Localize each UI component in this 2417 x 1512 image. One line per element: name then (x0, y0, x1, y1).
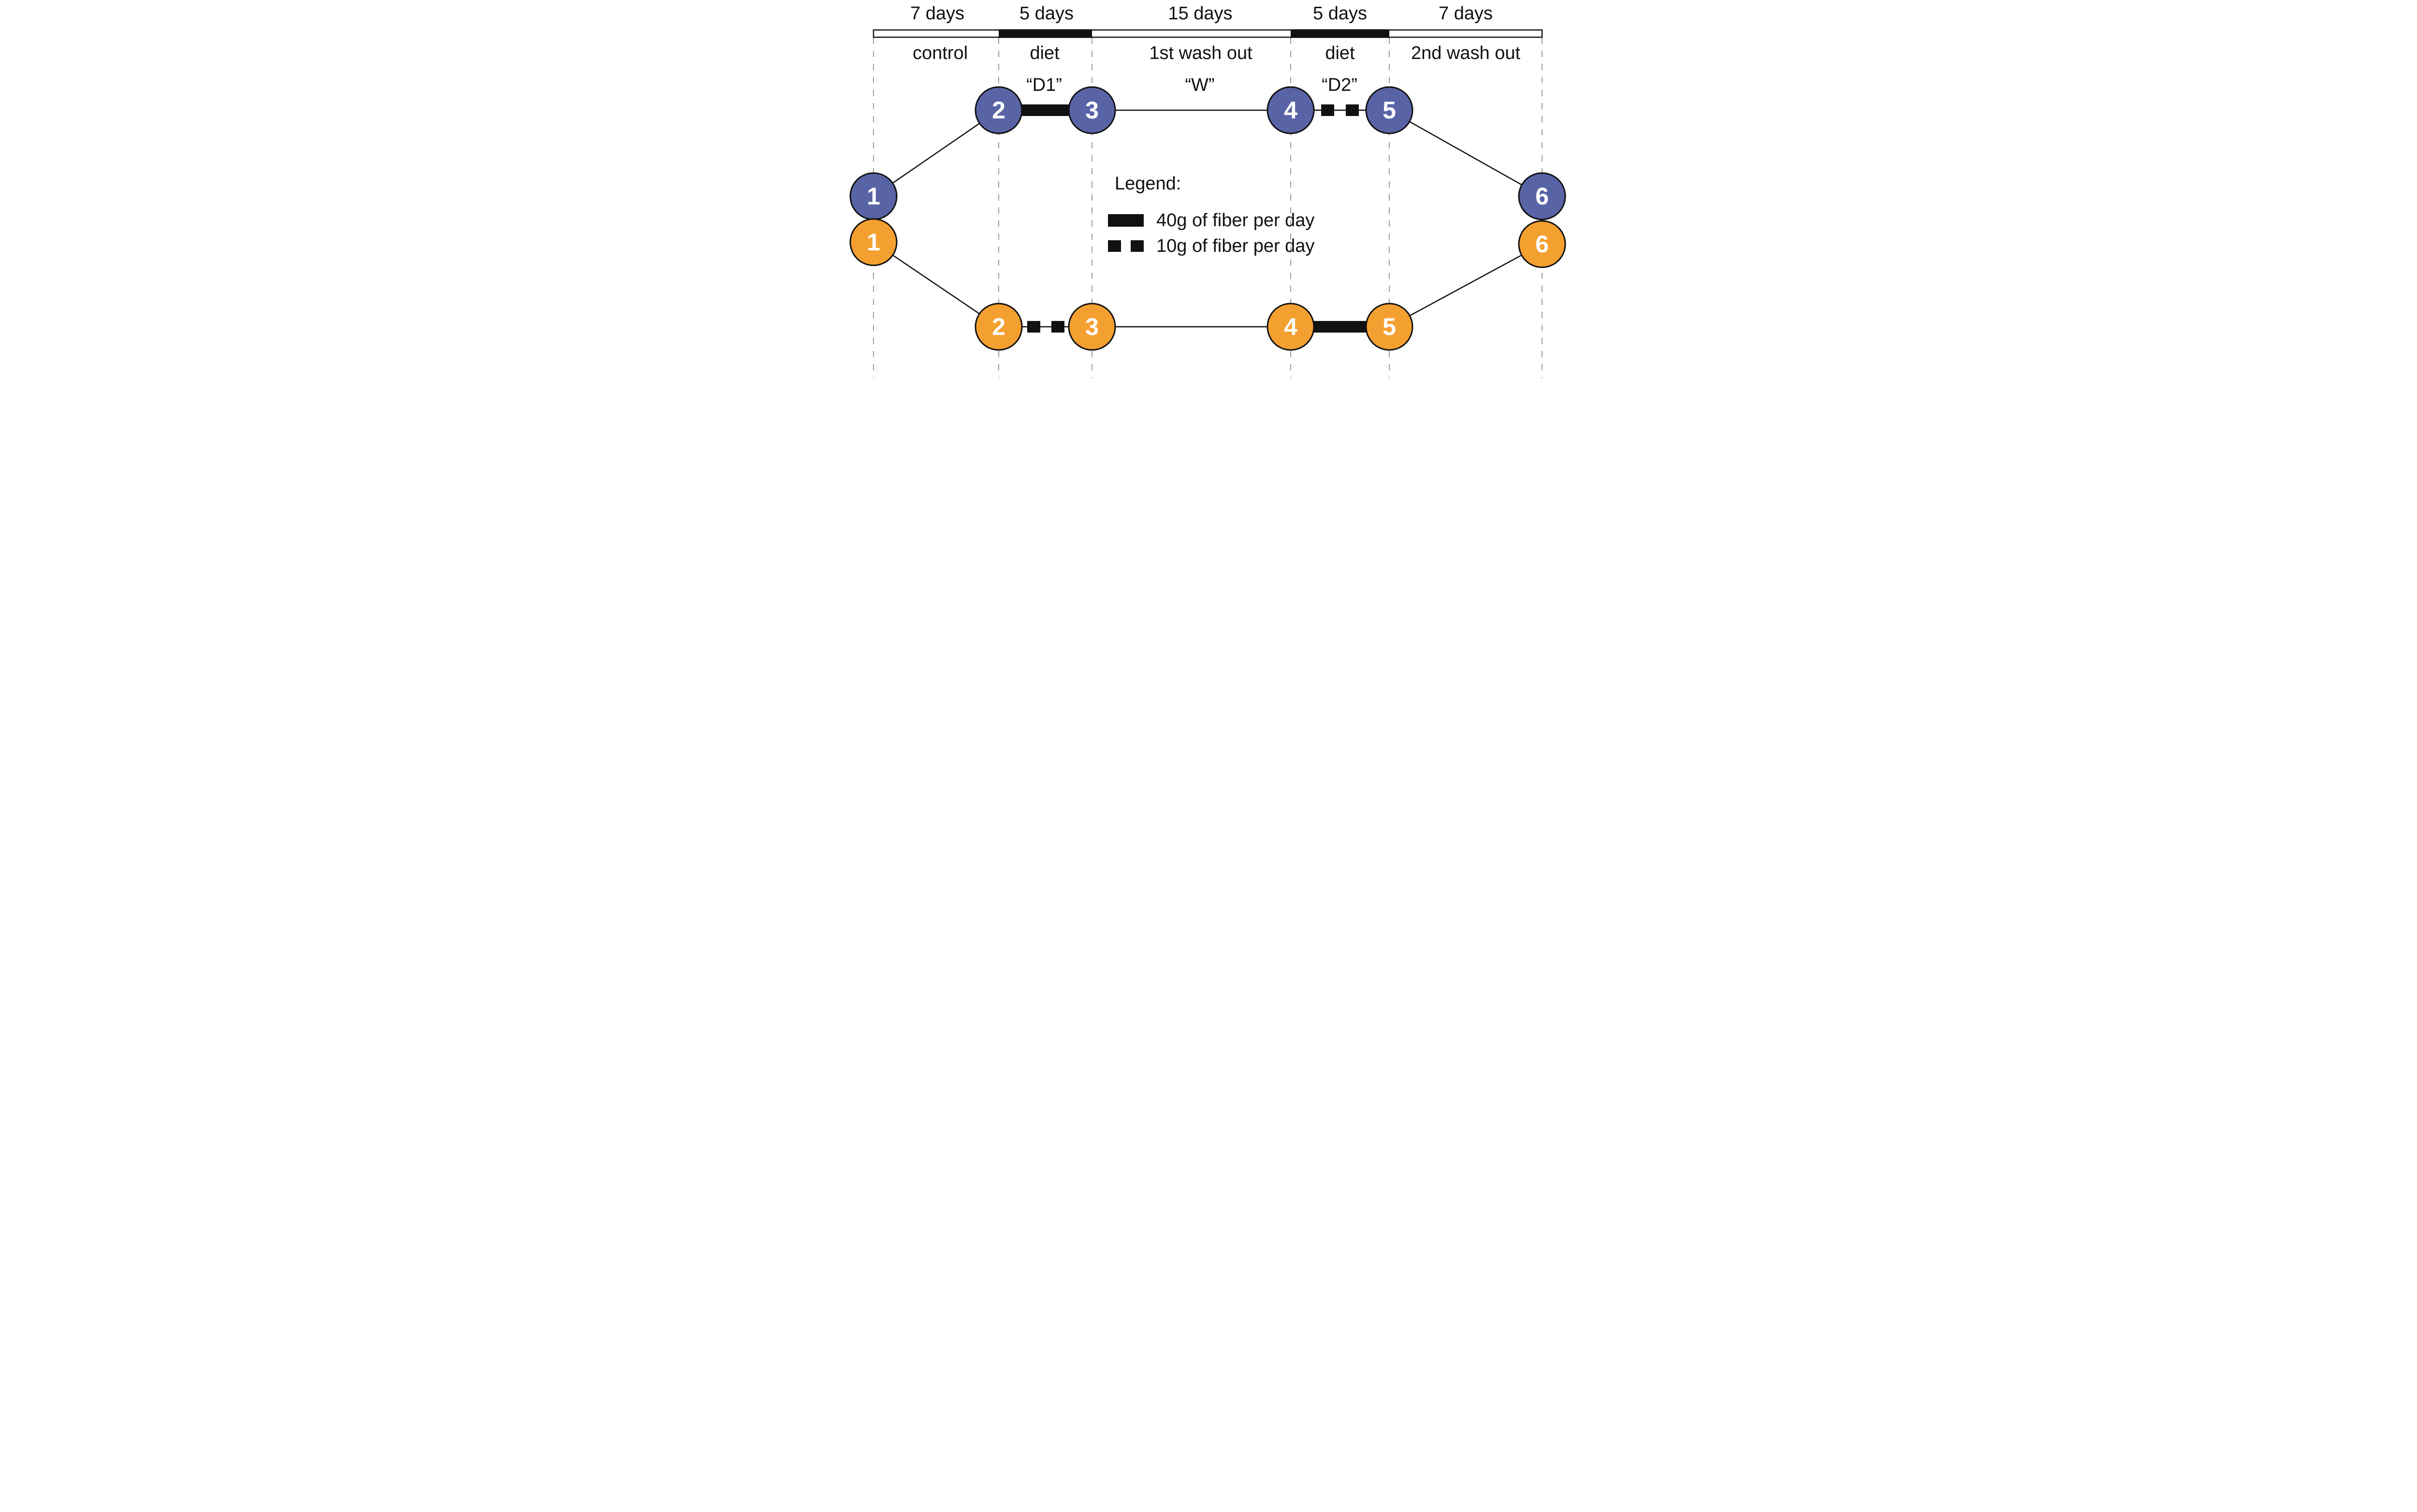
node-number-top-4: 4 (1284, 97, 1297, 124)
node-number-bottom-4: 4 (1284, 313, 1297, 340)
interval-label-d1: “D1” (1026, 75, 1062, 95)
phase-label-washout1: 1st wash out (1149, 43, 1252, 63)
node-number-bottom-5: 5 (1383, 313, 1396, 340)
connector-top-5-6 (1389, 109, 1543, 197)
legend-swatch-10g-square-a (1108, 240, 1121, 252)
legend-swatch-40g-bar (1108, 214, 1144, 227)
phase-label-diet2: diet (1325, 43, 1355, 63)
node-number-top-2: 2 (992, 97, 1005, 124)
duration-label-4: 5 days (1313, 3, 1367, 24)
node-bottom-1 (849, 218, 898, 266)
fiber-square-10g-top-b (1346, 104, 1359, 116)
fiber-bar-40g-bottom-4-5 (1314, 321, 1366, 333)
duration-label-1: 7 days (910, 3, 964, 24)
legend-swatch-10g-square-b (1131, 240, 1144, 252)
node-bottom-3 (1068, 303, 1116, 351)
legend-title: Legend: (1115, 174, 1181, 194)
timeline-diet2-black-segment (1291, 29, 1389, 38)
duration-label-5: 7 days (1439, 3, 1493, 24)
phase-label-control: control (913, 43, 968, 63)
interval-label-w: “W” (1185, 75, 1214, 95)
timeline-bar (873, 29, 1543, 38)
node-number-bottom-3: 3 (1085, 313, 1099, 340)
node-top-3 (1068, 86, 1116, 134)
node-number-top-3: 3 (1085, 97, 1099, 124)
node-bottom-6 (1518, 220, 1566, 268)
connector-top-1-2 (873, 109, 999, 197)
legend-label-10g: 10g of fiber per day (1156, 236, 1314, 256)
legend-label-40g: 40g of fiber per day (1156, 210, 1314, 231)
node-number-bottom-2: 2 (992, 313, 1005, 340)
node-number-top-5: 5 (1383, 97, 1396, 124)
phase-label-washout2: 2nd wash out (1411, 43, 1520, 63)
crossover-study-figure: 7 days 5 days 15 days 5 days 7 days cont… (848, 0, 1569, 378)
crossover-study-diagram: 7 days 5 days 15 days 5 days 7 days cont… (849, 3, 1566, 378)
node-number-top-6: 6 (1535, 183, 1549, 210)
timeline-diet1-black-segment (999, 29, 1092, 38)
node-top-6 (1518, 172, 1566, 220)
node-top-4 (1267, 86, 1315, 134)
fiber-square-10g-top-a (1321, 104, 1334, 116)
node-bottom-2 (975, 303, 1023, 351)
node-number-bottom-1: 1 (867, 229, 880, 256)
node-number-top-1: 1 (867, 183, 880, 210)
connector-bottom-5-6 (1389, 243, 1543, 328)
node-number-bottom-6: 6 (1535, 231, 1549, 258)
node-top-2 (975, 86, 1023, 134)
duration-label-3: 15 days (1168, 3, 1232, 24)
node-bottom-4 (1267, 303, 1315, 351)
node-bottom-5 (1365, 303, 1413, 351)
connector-bottom-1-2 (873, 241, 999, 328)
duration-label-2: 5 days (1019, 3, 1074, 24)
interval-label-d2: “D2” (1322, 75, 1357, 95)
phase-label-diet1: diet (1030, 43, 1060, 63)
fiber-bar-40g-top-2-3 (1022, 104, 1069, 116)
fiber-square-10g-bottom-b (1051, 321, 1064, 333)
node-top-5 (1365, 86, 1413, 134)
fiber-square-10g-bottom-a (1027, 321, 1040, 333)
